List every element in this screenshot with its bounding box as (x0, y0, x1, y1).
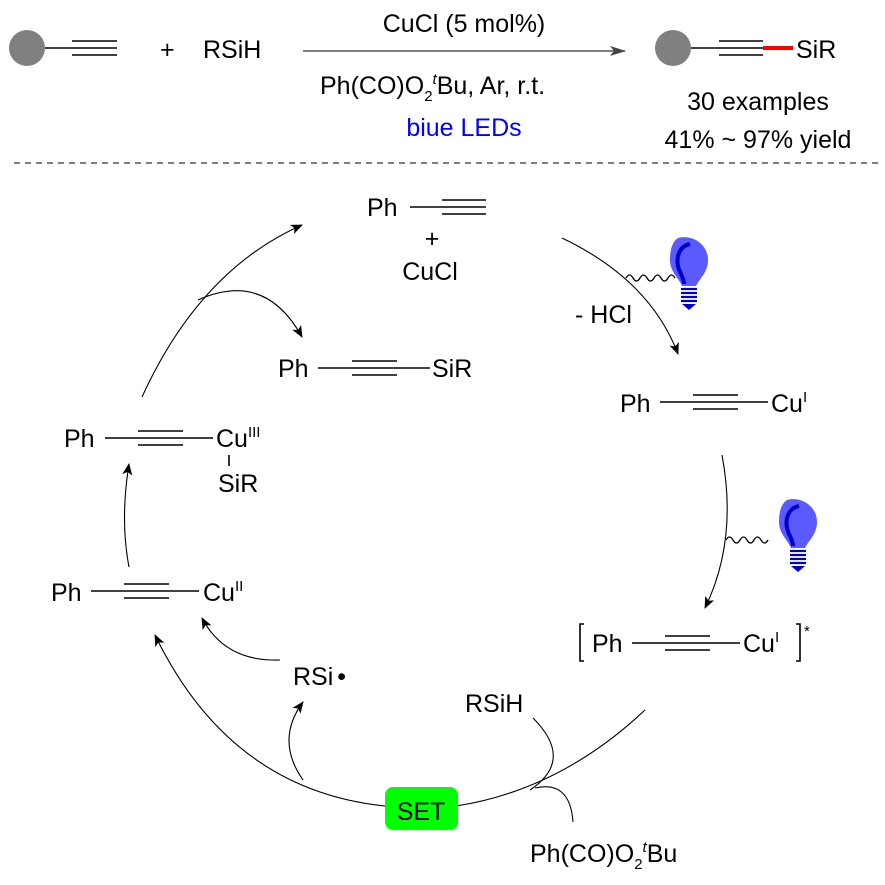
conditions-oxidant: Ph(CO)O2tBu, Ar, r.t. (320, 71, 545, 105)
cu2-acetylide: Ph CuII (51, 578, 243, 607)
conditions-light: biue LEDs (406, 114, 521, 142)
plus-sign: + (160, 36, 175, 64)
set-badge: SET (385, 787, 458, 830)
cycle-start: Ph + CuCl (367, 194, 486, 286)
excited-metal: CuI (743, 629, 779, 658)
start-catalyst: CuCl (402, 258, 458, 286)
yield-range: 41% ~ 97% yield (665, 126, 852, 154)
cycle-product: Ph SiR (278, 355, 472, 383)
light-bulb-icon (779, 499, 817, 572)
arrow-regeneration (141, 224, 303, 398)
reactant-silane: RSiH (203, 36, 261, 64)
product-silyl: SiR (432, 355, 472, 383)
cu3-complex: Ph CuIII SiR (64, 424, 260, 498)
arrow-silane-in (529, 717, 554, 791)
start-ph: Ph (367, 194, 398, 222)
cu3-ligand: SiR (218, 470, 258, 498)
light-wave-2 (725, 536, 769, 544)
product-silyl-group: SiR (796, 36, 836, 64)
conditions-catalyst: CuCl (5 mol%) (383, 10, 546, 38)
cu2-metal: CuII (203, 578, 243, 607)
arrow-cu2-to-cu3 (122, 463, 133, 568)
cu3-metal: CuIII (216, 424, 260, 453)
light-wave-1 (625, 274, 676, 282)
reagent-oxidant: Ph(CO)O2tBu (530, 839, 677, 873)
start-plus: + (425, 225, 440, 253)
arrow-photoexcitation (704, 454, 728, 609)
substrate-alkyne (9, 30, 117, 66)
cu2-ph: Ph (51, 579, 82, 607)
arrow-product-release (197, 290, 303, 338)
cu1-ph: Ph (620, 390, 651, 418)
examples-count: 30 examples (687, 88, 829, 116)
reagent-silane: RSiH (465, 690, 523, 718)
excited-cu1-acetylide: Ph CuI * (579, 623, 810, 662)
catalytic-cycle: Ph + CuCl - HCl Ph (51, 194, 817, 873)
product-ball (655, 30, 691, 66)
cu1-metal: CuI (771, 389, 807, 418)
substrate-ball (9, 30, 45, 66)
arrow-radical-to-cu2 (201, 617, 281, 661)
arrow-set-main (455, 709, 646, 807)
top-reaction: + RSiH CuCl (5 mol%) Ph(CO)O2tBu, Ar, r.… (9, 10, 851, 154)
excited-ph: Ph (592, 630, 623, 658)
excited-star: * (804, 623, 810, 640)
set-label: SET (397, 798, 446, 826)
arrow-radical-release (288, 701, 304, 781)
arrow-oxidant-in (534, 786, 574, 823)
product-alkynylsilane: SiR (655, 30, 836, 66)
light-bulb-icon (670, 237, 708, 310)
cu3-ph: Ph (64, 425, 95, 453)
cu1-acetylide: Ph CuI (620, 389, 807, 418)
arrow-set-to-cu2 (154, 634, 386, 807)
product-ph: Ph (278, 355, 309, 383)
arrow-acetylide-formation (561, 237, 679, 355)
silyl-radical: RSi• (293, 663, 346, 691)
byproduct-hcl: - HCl (575, 301, 632, 329)
